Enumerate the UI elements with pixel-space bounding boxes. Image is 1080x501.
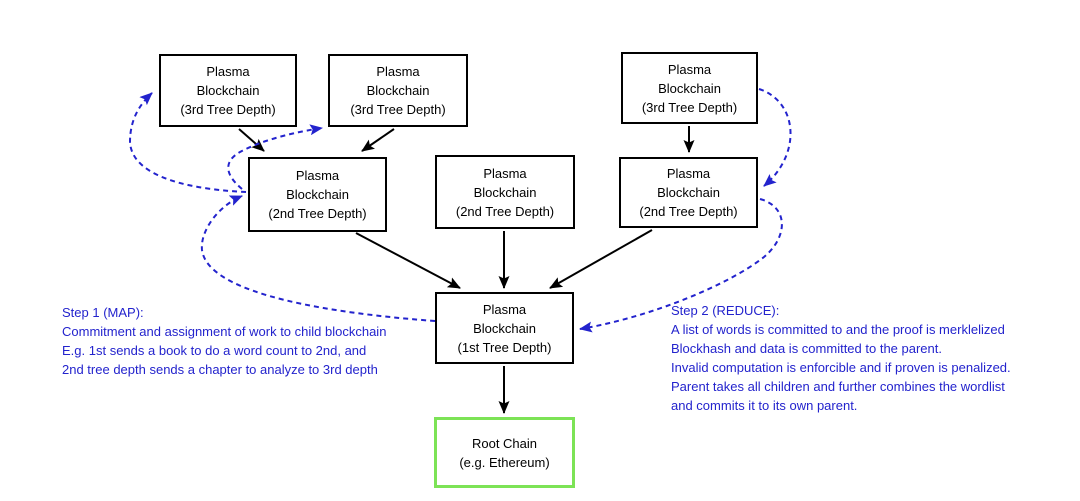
annotation-line: 2nd tree depth sends a chapter to analyz…: [62, 362, 378, 377]
node-label-line: Blockchain: [366, 83, 430, 98]
map-arrow-2nd-left-to-3rd-left: [128, 92, 247, 193]
node-label-line: (1st Tree Depth): [457, 339, 552, 355]
node-plasma-3rd-depth-left: Plasma Blockchain (3rd Tree Depth): [159, 54, 297, 127]
node-label-line: Plasma: [667, 61, 712, 77]
reduce-arrow-2nd-right-to-1st: [579, 198, 783, 333]
node-plasma-3rd-depth-right: Plasma Blockchain (3rd Tree Depth): [621, 52, 758, 124]
arrow-3rd-mid-to-2nd-left: [361, 128, 395, 152]
annotation-line: Step 1 (MAP):: [62, 305, 144, 320]
node-label-line: Root Chain: [471, 435, 538, 451]
annotation-line: Step 2 (REDUCE):: [671, 303, 780, 318]
node-label-line: (2nd Tree Depth): [639, 204, 738, 219]
node-label-line: Plasma: [483, 165, 527, 181]
node-label-line: Plasma: [666, 166, 711, 181]
annotation-line: Invalid computation is enforcible and if…: [671, 360, 1011, 375]
node-label-line: (2nd Tree Depth): [268, 206, 367, 221]
node-label-line: (3rd Tree Depth): [180, 102, 276, 117]
node-label-line: Blockchain: [658, 80, 721, 96]
map-arrow-2nd-left-to-3rd-mid: [227, 124, 323, 190]
node-plasma-1st-depth: Plasma Blockchain (1st Tree Depth): [435, 292, 574, 364]
arrow-3rd-left-to-2nd-left: [238, 128, 265, 152]
annotation-line: Parent takes all children and further co…: [671, 379, 1005, 394]
reduce-arrow-3rd-right-to-2nd-right: [758, 88, 792, 187]
node-label-line: Plasma: [482, 301, 527, 317]
node-plasma-2nd-depth-mid: Plasma Blockchain (2nd Tree Depth): [435, 155, 575, 229]
node-label-line: Blockchain: [473, 320, 536, 336]
annotation-line: E.g. 1st sends a book to do a word count…: [62, 343, 367, 358]
node-label-line: Plasma: [376, 64, 420, 79]
annotation-line: Commitment and assignment of work to chi…: [62, 324, 387, 339]
node-plasma-2nd-depth-left: Plasma Blockchain (2nd Tree Depth): [248, 157, 387, 232]
node-label-line: Plasma: [295, 168, 340, 183]
node-label-line: Blockchain: [657, 185, 720, 200]
node-label-line: Plasma: [206, 64, 250, 79]
annotation-line: Blockhash and data is committed to the p…: [671, 341, 942, 356]
node-label-line: Blockchain: [286, 187, 349, 202]
node-root-chain: Root Chain (e.g. Ethereum): [434, 417, 575, 488]
node-plasma-2nd-depth-right: Plasma Blockchain (2nd Tree Depth): [619, 157, 758, 228]
annotation-line: A list of words is committed to and the …: [671, 322, 1005, 337]
node-label-line: Blockchain: [473, 184, 537, 200]
map-arrow-1st-to-2nd-left: [200, 195, 436, 322]
node-label-line: (3rd Tree Depth): [350, 102, 446, 117]
node-label-line: (2nd Tree Depth): [455, 203, 555, 219]
node-label-line: (3rd Tree Depth): [641, 99, 738, 115]
node-label-line: (e.g. Ethereum): [459, 454, 550, 470]
node-plasma-3rd-depth-mid: Plasma Blockchain (3rd Tree Depth): [328, 54, 468, 127]
annotation-step1-map: Step 1 (MAP): Commitment and assignment …: [62, 303, 386, 379]
arrow-2nd-left-to-1st: [355, 232, 461, 289]
node-label-line: Blockchain: [196, 83, 260, 98]
arrow-2nd-right-to-1st: [549, 229, 653, 289]
annotation-step2-reduce: Step 2 (REDUCE): A list of words is comm…: [671, 301, 1011, 415]
annotation-line: and commits it to its own parent.: [671, 398, 858, 413]
